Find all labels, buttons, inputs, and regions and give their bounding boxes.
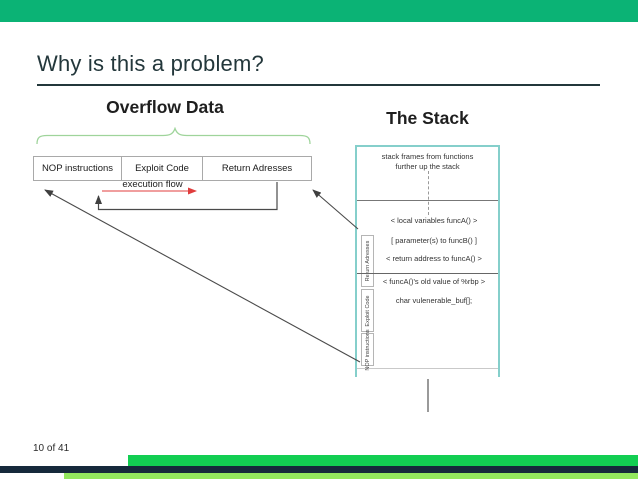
stack-row-old-rbp: < funcA()'s old value of %rbp > [382, 277, 486, 286]
curly-brace-icon [36, 127, 311, 145]
stack-heading: The Stack [386, 108, 469, 128]
overflow-data-heading: Overflow Data [106, 97, 224, 117]
footer-navy-bar [0, 466, 638, 473]
slide-title: Why is this a problem? [37, 51, 264, 76]
stack-side-label-exploit-code: Exploit Code [361, 289, 374, 332]
stack-row-parameters: [ parameter(s) to funcB() ] [391, 236, 477, 245]
stack-side-label-nop-instructions: NOP instructions [361, 329, 374, 370]
stack-row-local-variables: < local variables funcA() > [390, 216, 478, 225]
overflow-data-boxes: NOP instructions Exploit Code Return Adr… [33, 156, 312, 181]
exploit-code-box: Exploit Code [121, 157, 202, 180]
stack-growth-line [427, 379, 429, 412]
nop-pointer-line [44, 189, 361, 363]
stack-divider-middle [357, 273, 498, 274]
footer-lightgreen-bar [64, 473, 638, 479]
stack-divider-top [357, 200, 498, 201]
stack-frames-note-line2: further up the stack [395, 161, 460, 171]
return-adresses-box: Return Adresses [202, 157, 311, 180]
execution-flow-label: execution flow [122, 179, 183, 190]
stack-dashed-line [428, 171, 429, 215]
stack-box: stack frames from functions further up t… [355, 145, 500, 377]
stack-row-vulnerable-buf: char vulenerable_buf[]; [395, 296, 473, 305]
nop-instructions-box: NOP instructions [41, 163, 114, 174]
footer-green-bar [128, 455, 638, 466]
stack-frames-note-line1: stack frames from functions [381, 152, 474, 161]
stack-row-return-address: < return address to funcA() > [386, 254, 482, 263]
stack-divider-bottom [357, 368, 498, 369]
return-pointer-line [312, 189, 359, 230]
page-number: 10 of 41 [33, 443, 70, 454]
title-underline [37, 84, 600, 86]
stack-side-label-return-adresses: Return Adresses [361, 235, 374, 287]
slide-top-bar [0, 0, 638, 22]
